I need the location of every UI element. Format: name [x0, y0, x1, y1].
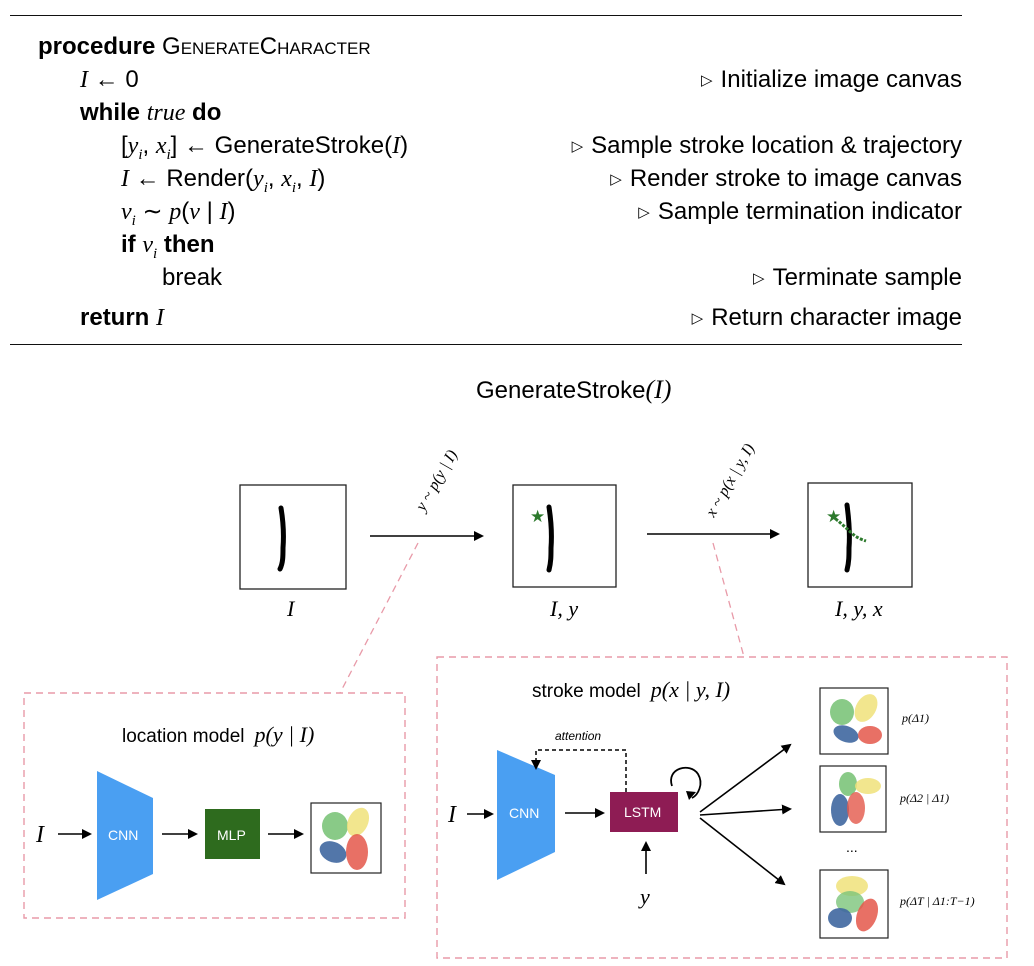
algo-comment: ▷Render stroke to image canvas	[610, 165, 962, 192]
algo-line-if: if vi then	[121, 231, 215, 262]
lstm-cell	[610, 792, 678, 832]
svg-text:LSTM: LSTM	[624, 804, 661, 820]
panel-canvas-location: ★ I, y	[512, 484, 617, 621]
algo-code: I	[80, 67, 88, 93]
algo-comment: ▷Sample stroke location & trajectory	[571, 132, 962, 159]
connector-location	[339, 542, 419, 694]
arrow2-label: x ~ p(x | y, I)	[702, 441, 758, 521]
bottom-rule	[10, 344, 962, 345]
stroke-input-label: I	[447, 802, 457, 828]
algo-line-render: I ← Render(yi, xi, I)	[121, 165, 326, 196]
algo-line-init: I ← 0	[80, 66, 139, 93]
y-input-label: y	[638, 884, 650, 909]
output-label: p(ΔT | Δ1:T−1)	[899, 894, 975, 908]
panel-label: I, y	[549, 596, 578, 621]
algo-line-sample-v: vi ∼ p(v | I)	[121, 198, 236, 229]
svg-text:MLP: MLP	[217, 827, 246, 843]
panel-label: I	[286, 596, 296, 621]
procedure-line: procedure GENERATECHARACTER	[38, 32, 371, 64]
svg-text:CNN: CNN	[108, 827, 138, 843]
output-distribution	[819, 765, 887, 833]
arrow1-label: y ~ p(y | I)	[412, 447, 461, 515]
connector-stroke	[712, 542, 745, 658]
attention-label: attention	[555, 729, 601, 743]
star-icon: ★	[826, 507, 841, 526]
panel-canvas-stroke: ★ I, y, x	[807, 482, 913, 621]
output-label: p(Δ2 | Δ1)	[899, 791, 949, 805]
stroke-cnn	[497, 750, 555, 880]
output-distribution	[819, 687, 889, 755]
location-distribution	[310, 802, 382, 874]
algo-line-return: return I	[80, 304, 165, 331]
output-ellipsis: ...	[846, 839, 858, 855]
algo-comment: ▷Return character image	[691, 304, 962, 331]
algo-line-break: break	[162, 264, 223, 291]
algo-line-generate: [yi, xi] ← GenerateStroke(I)	[121, 132, 409, 163]
star-icon: ★	[530, 507, 545, 526]
algo-comment: ▷Sample termination indicator	[638, 198, 962, 225]
algo-comment: ▷Terminate sample	[753, 264, 962, 291]
panel-label: I, y, x	[834, 596, 883, 621]
attention-connector	[535, 749, 627, 792]
location-cnn	[97, 771, 153, 900]
algo-comment: ▷Initialize image canvas	[701, 66, 962, 93]
procedure-keyword: procedure	[38, 33, 156, 60]
output-distribution	[819, 869, 889, 939]
algo-line-while: while true do	[80, 99, 222, 126]
svg-text:CNN: CNN	[509, 805, 539, 821]
location-input-label: I	[35, 822, 45, 848]
top-rule	[10, 15, 962, 16]
panel-canvas: I	[239, 484, 347, 621]
figure-title: GenerateStroke(I)	[476, 375, 671, 404]
location-mlp	[205, 809, 260, 859]
procedure-name: GENERATECHARACTER	[162, 33, 371, 60]
output-label: p(Δ1)	[901, 711, 929, 725]
lstm-recurrent-loop	[670, 766, 702, 799]
